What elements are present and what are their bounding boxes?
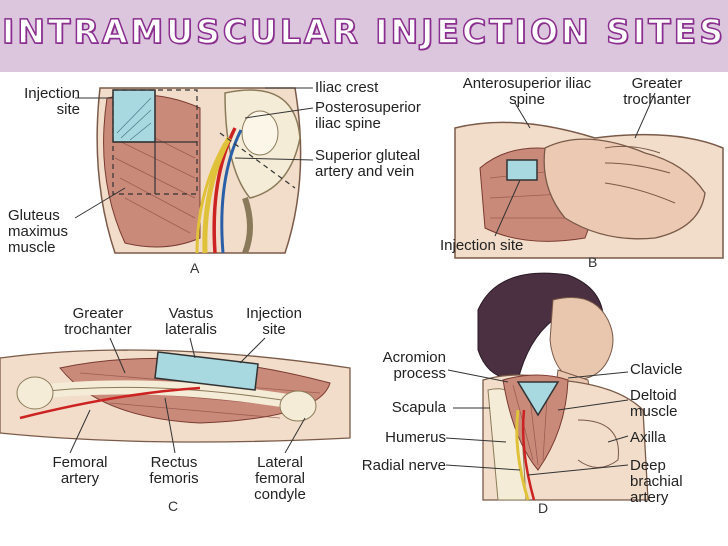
label-d-radial-nerve: Radial nerve [361,457,446,474]
label-c-injection-site: Injection site [246,305,302,338]
label-a-iliac-crest: Iliac crest [315,79,379,96]
panel-b-letter: B [588,254,598,270]
title-bar: INTRAMUSCULAR INJECTION SITES [0,0,728,72]
panel-a-illustration [74,87,314,255]
label-b-anterosuperior: Anterosuperior iliac spine [462,75,592,108]
label-c-rectus-femoris: Rectus femoris [149,454,199,487]
label-a-gluteus-maximus: Gluteus maximus muscle [8,207,69,256]
label-c-vastus-lateralis: Vastus lateralis [165,305,217,338]
label-b-greater-trochanter: Greater trochanter [623,75,691,108]
label-a-injection-site: Injection site [24,85,80,118]
label-c-greater-trochanter: Greater trochanter [64,305,132,338]
label-d-scapula: Scapula [391,399,446,416]
panel-c-illustration [0,337,351,454]
panel-b-illustration [454,92,724,259]
page-title: INTRAMUSCULAR INJECTION SITES [1,11,726,52]
label-a-superior-gluteal: Superior gluteal artery and vein [315,147,421,180]
label-d-deep-brachial: Deep brachial artery [630,457,683,506]
label-d-humerus: Humerus [385,429,446,446]
label-d-deltoid: Deltoid muscle [630,387,678,420]
panel-d-illustration [445,272,649,501]
panel-c-letter: C [168,498,179,514]
label-a-posterosuperior: Posterosuperior iliac spine [315,99,421,132]
label-c-lateral-femoral-condyle: Lateral femoral condyle [254,454,306,503]
panel-d-letter: D [538,500,549,516]
panel-a-letter: A [190,260,200,276]
label-b-injection-site: Injection site [440,237,524,254]
label-d-axilla: Axilla [630,429,666,446]
label-d-clavicle: Clavicle [630,361,683,378]
label-c-femoral-artery: Femoral artery [52,454,108,487]
label-d-acromion: Acromion process [382,349,446,382]
